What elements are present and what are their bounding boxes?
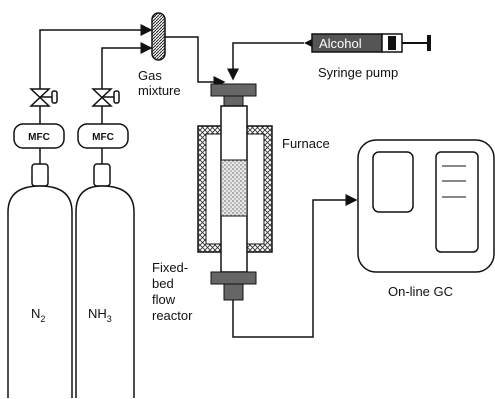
gas-mixer <box>151 12 166 61</box>
furnace-label: Furnace <box>282 136 330 151</box>
fixed-bed-reactor <box>197 83 273 301</box>
syringe-pump-label: Syringe pump <box>318 65 398 80</box>
nh3-cylinder <box>75 163 135 398</box>
reactor-label-3: flow <box>152 292 176 307</box>
n2-label: N2 <box>31 306 45 324</box>
gas-mixture-label-2: mixture <box>138 83 181 98</box>
reactor-label-2: bed <box>152 276 174 291</box>
svg-text:MFC: MFC <box>28 132 50 143</box>
valve-left <box>29 88 58 107</box>
reactor-label-4: reactor <box>152 308 193 323</box>
valve-right <box>91 88 120 107</box>
gas-mixture-label-1: Gas <box>138 68 162 83</box>
nh3-label: NH3 <box>88 306 112 324</box>
reactor-label-1: Fixed- <box>152 260 188 275</box>
n2-cylinder <box>7 163 73 398</box>
catalyst-bed <box>220 159 248 217</box>
online-gc <box>357 139 495 273</box>
mfc-left: MFC <box>13 123 65 149</box>
gc-column-panel <box>435 151 479 253</box>
svg-text:MFC: MFC <box>92 132 114 143</box>
gc-label: On-line GC <box>388 284 453 299</box>
mfc-right: MFC <box>77 123 129 149</box>
gc-display <box>372 151 414 213</box>
syringe <box>304 33 431 53</box>
syringe-label: Alcohol <box>319 36 362 51</box>
